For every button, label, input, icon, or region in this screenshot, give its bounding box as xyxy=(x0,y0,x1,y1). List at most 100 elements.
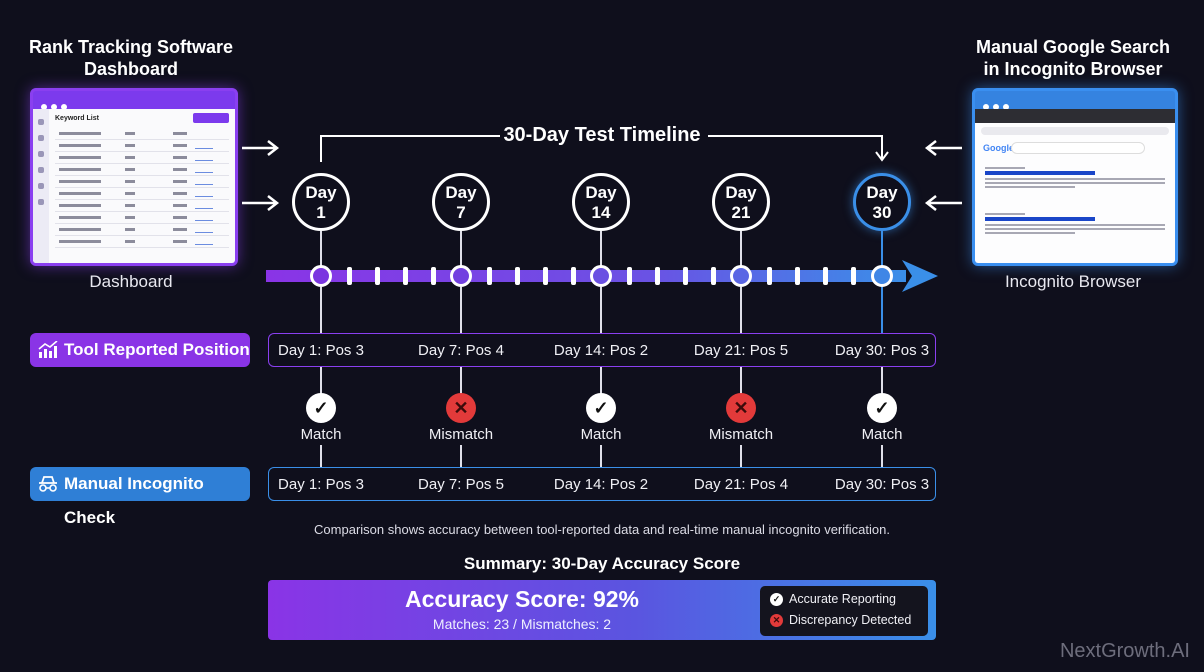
column-line xyxy=(460,367,462,395)
timeline-tick xyxy=(683,267,688,285)
tool-reported-label-text: Tool Reported Position xyxy=(64,340,250,359)
manual-cell-day-21: Day 21: Pos 4 xyxy=(693,476,789,493)
day-word: Day xyxy=(305,183,337,202)
tool-cell-day-1: Day 1: Pos 3 xyxy=(278,342,364,359)
column-line xyxy=(460,287,462,333)
left-panel-caption: Dashboard xyxy=(89,272,173,291)
timeline-tick xyxy=(543,267,548,285)
column-line xyxy=(881,367,883,395)
timeline-tick xyxy=(375,267,380,285)
legend-accurate: ✓ Accurate Reporting xyxy=(770,592,897,607)
timeline-node-day-7 xyxy=(450,265,472,287)
status-label-day-1: Match xyxy=(300,426,342,443)
manual-check-label: Manual Incognito Check xyxy=(30,467,250,527)
tool-reported-row: Day 1: Pos 3 Day 7: Pos 4 Day 14: Pos 2 … xyxy=(268,333,936,367)
tool-cell-day-30: Day 30: Pos 3 xyxy=(834,342,930,359)
connector-line xyxy=(881,231,883,267)
check-icon: ✓ xyxy=(867,393,897,423)
timeline-tick xyxy=(515,267,520,285)
browser-url-bar xyxy=(981,127,1169,135)
chart-icon xyxy=(38,341,58,358)
day-word: Day xyxy=(585,183,617,202)
column-line xyxy=(320,367,322,395)
day-number: 7 xyxy=(456,203,466,222)
status-label-day-14: Match xyxy=(580,426,622,443)
column-line xyxy=(881,445,883,467)
timeline-tick xyxy=(403,267,408,285)
incognito-icon xyxy=(39,476,57,492)
left-panel-heading: Rank Tracking Software Dashboard xyxy=(20,36,242,80)
column-line xyxy=(600,367,602,395)
check-icon: ✓ xyxy=(306,393,336,423)
search-result xyxy=(985,167,1165,190)
arrow-right-icon xyxy=(242,195,280,211)
day-circle-21: Day 21 xyxy=(712,173,770,231)
window-dots xyxy=(41,97,71,115)
x-icon: ✕ xyxy=(770,614,783,628)
tool-cell-day-7: Day 7: Pos 4 xyxy=(418,342,504,359)
connector-line xyxy=(600,231,602,267)
search-result xyxy=(985,213,1165,236)
google-logo: Google xyxy=(983,143,1014,153)
timeline-tick xyxy=(347,267,352,285)
accuracy-score: Accuracy Score: 92% xyxy=(405,586,639,612)
day-circle-14: Day 14 xyxy=(572,173,630,231)
day-number: 1 xyxy=(316,203,326,222)
day-number: 30 xyxy=(872,203,892,222)
column-line xyxy=(460,445,462,467)
timeline-tick xyxy=(655,267,660,285)
mini-search-box xyxy=(1011,142,1145,154)
timeline-tick xyxy=(431,267,436,285)
day-number: 21 xyxy=(731,203,751,222)
tool-reported-label: Tool Reported Position xyxy=(30,333,250,367)
column-line xyxy=(600,445,602,467)
connector-line xyxy=(460,231,462,267)
timeline-tick xyxy=(851,267,856,285)
check-icon: ✓ xyxy=(586,393,616,423)
comparison-note: Comparison shows accuracy between tool-r… xyxy=(314,522,890,537)
mini-window-title: Keyword List xyxy=(55,115,99,122)
column-line xyxy=(600,287,602,333)
day-circle-1: Day 1 xyxy=(292,173,350,231)
right-panel-caption: Incognito Browser xyxy=(1004,272,1142,291)
arrow-right-icon xyxy=(242,140,280,156)
mini-add-button xyxy=(193,113,229,123)
tool-cell-day-21: Day 21: Pos 5 xyxy=(693,342,789,359)
left-heading-line2: Dashboard xyxy=(83,59,179,79)
timeline-node-day-21 xyxy=(730,265,752,287)
legend-accurate-text: Accurate Reporting xyxy=(789,592,897,606)
status-label-day-21: Mismatch xyxy=(708,426,774,443)
manual-cell-day-7: Day 7: Pos 5 xyxy=(418,476,504,493)
right-heading-line1: Manual Google Search xyxy=(975,37,1171,57)
day-word: Day xyxy=(445,183,477,202)
arrow-left-icon xyxy=(924,195,962,211)
window-dots xyxy=(983,97,1013,115)
score-legend: ✓ Accurate Reporting ✕Discrepancy Detecte… xyxy=(760,586,928,636)
legend-discrepancy: ✕Discrepancy Detected xyxy=(770,613,911,628)
manual-cell-day-30: Day 30: Pos 3 xyxy=(834,476,930,493)
left-heading-line1: Rank Tracking Software xyxy=(28,37,234,57)
mini-sidebar xyxy=(33,109,49,263)
timeline-tick xyxy=(823,267,828,285)
timeline-node-day-14 xyxy=(590,265,612,287)
status-label-day-7: Mismatch xyxy=(428,426,494,443)
manual-check-row: Day 1: Pos 3 Day 7: Pos 5 Day 14: Pos 2 … xyxy=(268,467,936,501)
column-line xyxy=(740,445,742,467)
connector-line xyxy=(320,231,322,267)
day-number: 14 xyxy=(591,203,611,222)
manual-cell-day-1: Day 1: Pos 3 xyxy=(278,476,364,493)
check-icon: ✓ xyxy=(770,593,783,607)
status-label-day-30: Match xyxy=(861,426,903,443)
day-word: Day xyxy=(725,183,757,202)
timeline-title: 30-Day Test Timeline xyxy=(503,124,701,146)
right-panel-heading: Manual Google Search in Incognito Browse… xyxy=(962,36,1184,80)
timeline-bracket xyxy=(320,135,889,162)
x-icon: ✕ xyxy=(726,393,756,423)
manual-cell-day-14: Day 14: Pos 2 xyxy=(553,476,649,493)
brand-watermark: NextGrowth.AI xyxy=(1059,640,1190,662)
connector-line xyxy=(740,231,742,267)
timeline-tick xyxy=(795,267,800,285)
summary-title: Summary: 30-Day Accuracy Score xyxy=(463,554,741,573)
match-counts: Matches: 23 / Mismatches: 2 xyxy=(432,616,612,632)
column-line xyxy=(740,287,742,333)
